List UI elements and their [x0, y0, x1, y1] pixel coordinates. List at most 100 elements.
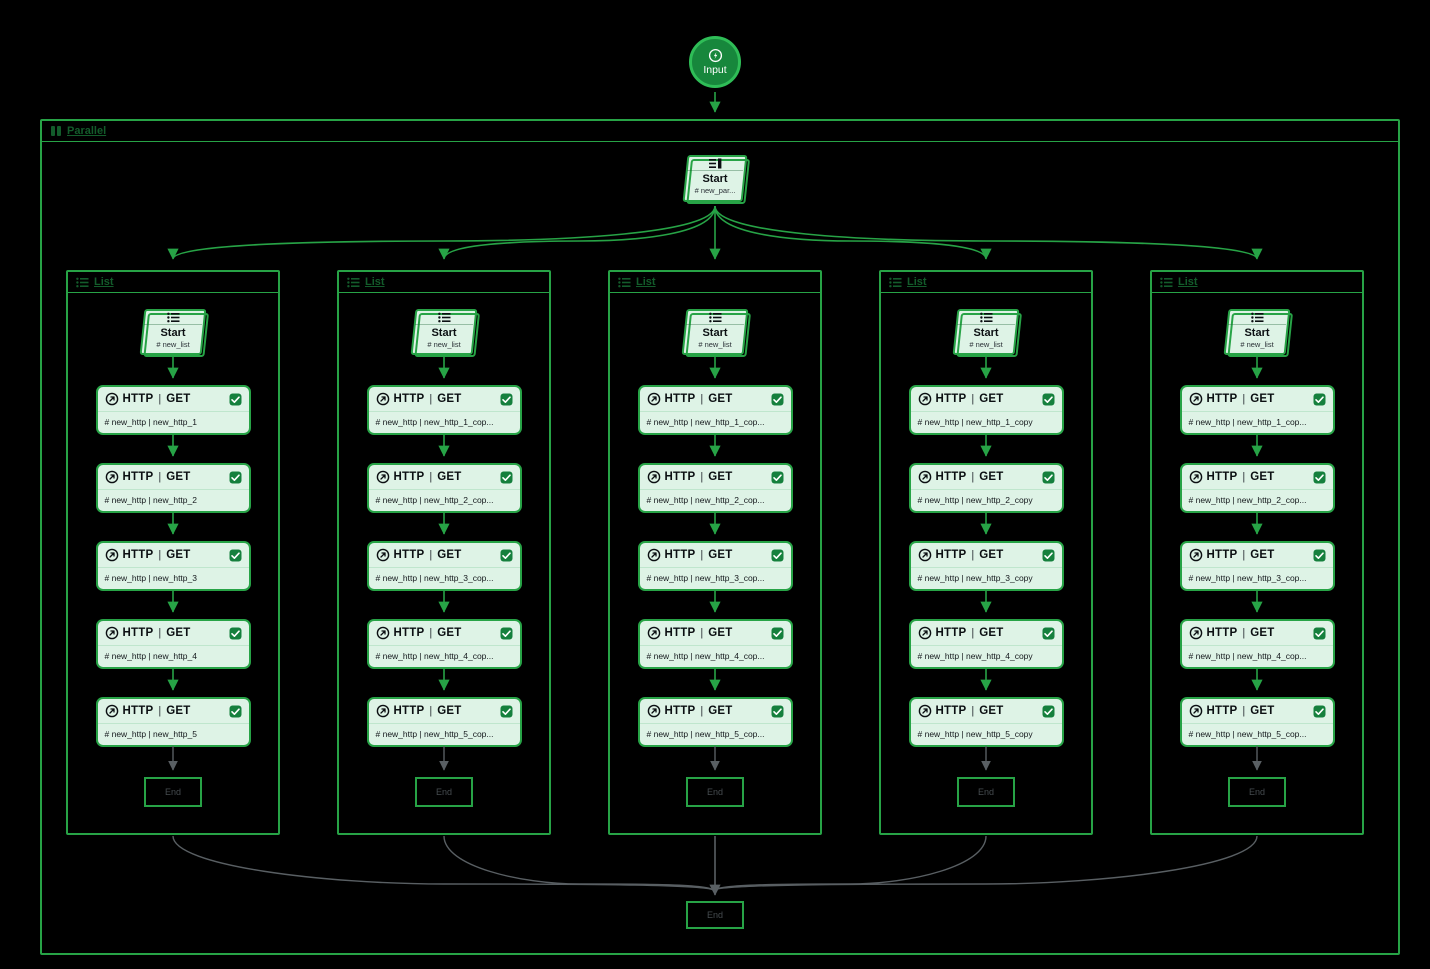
http-node[interactable]: HTTP | GET # new_http | new_http_4_copy [908, 619, 1064, 669]
list-start-node[interactable]: Start # new_list [410, 309, 478, 355]
http-node[interactable]: HTTP | GET # new_http | new_http_5_cop..… [366, 697, 522, 747]
http-type-label: HTTP [935, 471, 967, 483]
enabled-checkbox[interactable] [229, 471, 242, 484]
http-node[interactable]: HTTP | GET # new_http | new_http_1_copy [908, 385, 1064, 435]
list-container[interactable]: List Start [608, 270, 822, 835]
http-icon [1189, 392, 1203, 406]
http-node-header: HTTP | GET [368, 621, 520, 646]
enabled-checkbox[interactable] [1042, 627, 1055, 640]
http-node-header: HTTP | GET [368, 387, 520, 412]
enabled-checkbox[interactable] [229, 393, 242, 406]
list-start-node[interactable]: Start # new_list [681, 309, 749, 355]
http-method-label: GET [1250, 627, 1275, 639]
enabled-checkbox[interactable] [1042, 549, 1055, 562]
http-node[interactable]: HTTP | GET # new_http | new_http_5 [95, 697, 251, 747]
http-type-label: HTTP [935, 549, 967, 561]
http-node[interactable]: HTTP | GET # new_http | new_http_1_cop..… [366, 385, 522, 435]
http-node[interactable]: HTTP | GET # new_http | new_http_2_cop..… [1179, 463, 1335, 513]
http-node[interactable]: HTTP | GET # new_http | new_http_3 [95, 541, 251, 591]
list-start-icon [166, 312, 180, 323]
http-node[interactable]: HTTP | GET # new_http | new_http_1_cop..… [637, 385, 793, 435]
http-node[interactable]: HTTP | GET # new_http | new_http_3_cop..… [637, 541, 793, 591]
http-node[interactable]: HTTP | GET # new_http | new_http_4 [95, 619, 251, 669]
enabled-checkbox[interactable] [771, 549, 784, 562]
list-start-node[interactable]: Start # new_list [952, 309, 1020, 355]
list-icon [618, 277, 631, 288]
enabled-checkbox[interactable] [1042, 393, 1055, 406]
enabled-checkbox[interactable] [1313, 627, 1326, 640]
enabled-checkbox[interactable] [1042, 471, 1055, 484]
global-end-node[interactable]: End [686, 901, 744, 929]
http-node[interactable]: HTTP | GET # new_http | new_http_1_cop..… [1179, 385, 1335, 435]
http-node[interactable]: HTTP | GET # new_http | new_http_2_cop..… [637, 463, 793, 513]
list-end-node[interactable]: End [144, 777, 202, 807]
enabled-checkbox[interactable] [229, 549, 242, 562]
http-icon [918, 548, 932, 562]
http-node-subtitle: # new_http | new_http_5_cop... [1188, 729, 1307, 739]
list-container-header[interactable]: List [339, 272, 549, 293]
http-node[interactable]: HTTP | GET # new_http | new_http_5_cop..… [637, 697, 793, 747]
pipe-separator: | [1242, 393, 1246, 405]
enabled-checkbox[interactable] [1313, 393, 1326, 406]
http-node[interactable]: HTTP | GET # new_http | new_http_5_copy [908, 697, 1064, 747]
http-node[interactable]: HTTP | GET # new_http | new_http_4_cop..… [366, 619, 522, 669]
http-node[interactable]: HTTP | GET # new_http | new_http_1 [95, 385, 251, 435]
http-node[interactable]: HTTP | GET # new_http | new_http_4_cop..… [1179, 619, 1335, 669]
enabled-checkbox[interactable] [500, 627, 513, 640]
list-end-node[interactable]: End [415, 777, 473, 807]
http-node-header: HTTP | GET [639, 543, 791, 568]
pipe-separator: | [971, 705, 975, 717]
list-container[interactable]: List Start [66, 270, 280, 835]
list-end-node[interactable]: End [1228, 777, 1286, 807]
enabled-checkbox[interactable] [1313, 549, 1326, 562]
http-node[interactable]: HTTP | GET # new_http | new_http_2 [95, 463, 251, 513]
list-container[interactable]: List Start [879, 270, 1093, 835]
input-node[interactable]: Input [689, 36, 741, 88]
http-node[interactable]: HTTP | GET # new_http | new_http_2_copy [908, 463, 1064, 513]
http-node-header: HTTP | GET [639, 387, 791, 412]
list-container[interactable]: List Start [1150, 270, 1364, 835]
http-type-label: HTTP [1206, 705, 1238, 717]
enabled-checkbox[interactable] [771, 393, 784, 406]
start-title: Start [702, 327, 728, 339]
list-container-header[interactable]: List [881, 272, 1091, 293]
enabled-checkbox[interactable] [229, 705, 242, 718]
enabled-checkbox[interactable] [500, 705, 513, 718]
http-node[interactable]: HTTP | GET # new_http | new_http_5_cop..… [1179, 697, 1335, 747]
http-node[interactable]: HTTP | GET # new_http | new_http_3_copy [908, 541, 1064, 591]
parallel-container[interactable]: Parallel [40, 119, 1400, 955]
list-end-node[interactable]: End [957, 777, 1015, 807]
enabled-checkbox[interactable] [500, 471, 513, 484]
pipe-separator: | [1242, 549, 1246, 561]
http-node[interactable]: HTTP | GET # new_http | new_http_4_cop..… [637, 619, 793, 669]
enabled-checkbox[interactable] [500, 393, 513, 406]
enabled-checkbox[interactable] [771, 627, 784, 640]
http-node-header: HTTP | GET [97, 387, 249, 412]
list-container[interactable]: List Start [337, 270, 551, 835]
http-type-label: HTTP [122, 471, 154, 483]
list-container-header[interactable]: List [610, 272, 820, 293]
parallel-container-header[interactable]: Parallel [42, 121, 1398, 142]
list-end-node[interactable]: End [686, 777, 744, 807]
http-node[interactable]: HTTP | GET # new_http | new_http_3_cop..… [1179, 541, 1335, 591]
enabled-checkbox[interactable] [771, 471, 784, 484]
http-node-subtitle: # new_http | new_http_5 [104, 729, 197, 739]
pipe-separator: | [971, 627, 975, 639]
parallel-start-node[interactable]: Start # new_par... [682, 155, 748, 202]
enabled-checkbox[interactable] [1313, 471, 1326, 484]
http-node-header: HTTP | GET [910, 387, 1062, 412]
enabled-checkbox[interactable] [500, 549, 513, 562]
list-container-header[interactable]: List [1152, 272, 1362, 293]
list-start-node[interactable]: Start # new_list [1223, 309, 1291, 355]
enabled-checkbox[interactable] [1313, 705, 1326, 718]
http-node[interactable]: HTTP | GET # new_http | new_http_3_cop..… [366, 541, 522, 591]
list-start-node[interactable]: Start # new_list [139, 309, 207, 355]
enabled-checkbox[interactable] [771, 705, 784, 718]
http-node[interactable]: HTTP | GET # new_http | new_http_2_cop..… [366, 463, 522, 513]
enabled-checkbox[interactable] [1042, 705, 1055, 718]
http-node-header: HTTP | GET [639, 699, 791, 724]
http-node-subtitle: # new_http | new_http_2_copy [917, 495, 1033, 505]
enabled-checkbox[interactable] [229, 627, 242, 640]
list-container-header[interactable]: List [68, 272, 278, 293]
http-method-label: GET [437, 471, 462, 483]
